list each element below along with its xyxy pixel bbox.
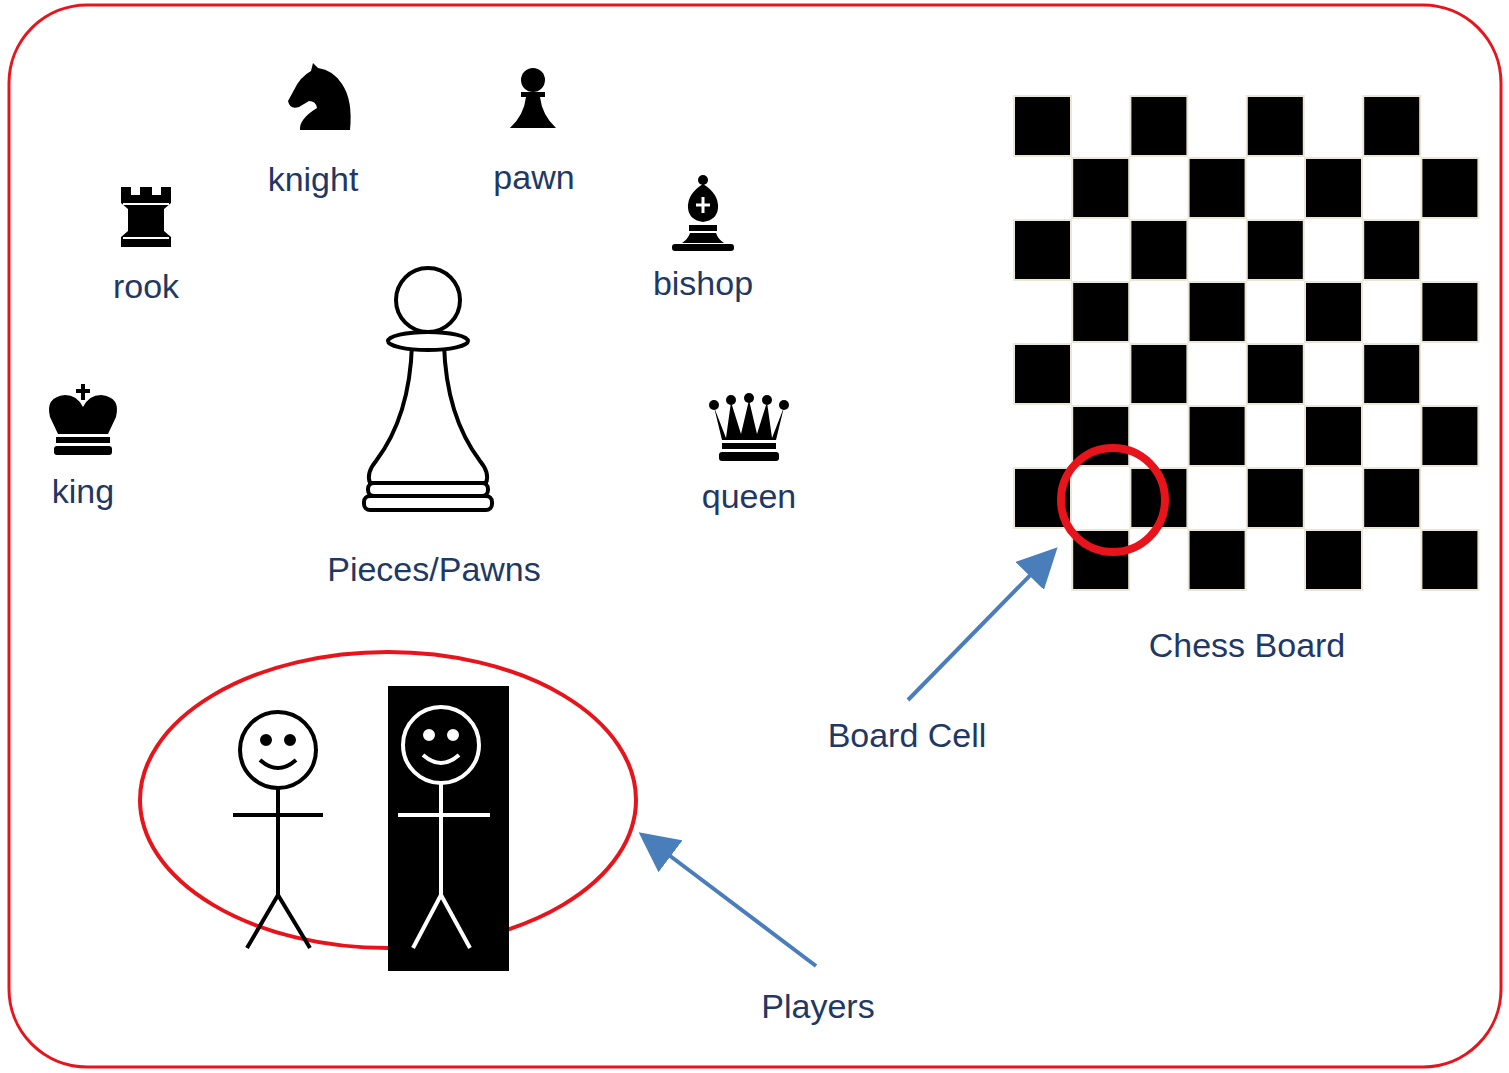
part-label: Pieces/Pawns [327,550,541,589]
player-black-ground [388,686,509,971]
player-white [233,712,323,948]
cell-highlight [1061,448,1165,552]
board-square [1363,220,1420,280]
part-label: pawn [493,158,574,197]
board-square [1421,282,1478,342]
board-square [1247,96,1304,156]
board-square [1421,158,1478,218]
board-square [1014,344,1071,404]
board-square [1363,344,1420,404]
board-square [1130,344,1187,404]
bishop-icon [672,175,734,251]
board-square [1247,220,1304,280]
player-black [398,707,490,948]
board-square [1247,344,1304,404]
leader-arrow [908,553,1052,700]
board-square [1189,406,1246,466]
board-square [1072,158,1129,218]
part-label: bishop [653,264,753,303]
board-square [1421,406,1478,466]
board-square [1305,158,1362,218]
queen-icon [709,393,789,461]
board-square [1305,282,1362,342]
board-square [1421,530,1478,590]
part-label: Chess Board [1149,626,1346,665]
part-label: queen [702,477,797,516]
part-label: knight [268,160,359,199]
part-label: king [52,472,114,511]
part-label: Board Cell [828,716,987,755]
board-square [1305,530,1362,590]
knight-icon [288,63,351,130]
rook-icon [121,187,171,247]
board-square [1363,96,1420,156]
leader-arrow [645,837,816,966]
pawn-icon [510,68,556,128]
king-icon [49,384,117,455]
board-square [1305,406,1362,466]
board-square [1014,220,1071,280]
board-square [1130,96,1187,156]
board-square [1189,282,1246,342]
board-square [1363,468,1420,528]
big-pawn [364,268,492,510]
rook-icon-lines [123,204,169,238]
board-square [1189,158,1246,218]
board-square [1247,468,1304,528]
chess-board [1014,96,1478,590]
frame [9,5,1501,1067]
part-label: Players [761,987,874,1026]
part-label: rook [113,267,179,306]
board-square [1014,96,1071,156]
board-square [1189,530,1246,590]
board-square [1130,220,1187,280]
board-square [1072,282,1129,342]
